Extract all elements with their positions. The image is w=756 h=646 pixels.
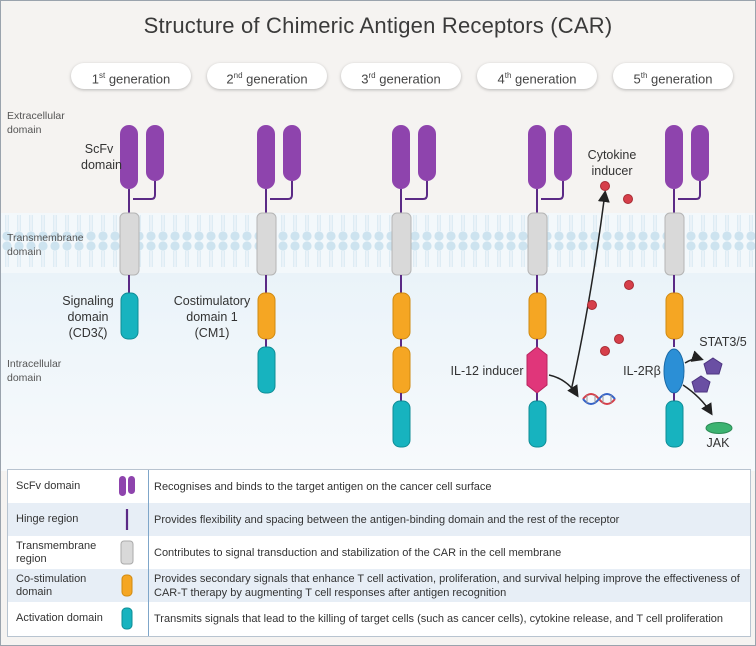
legend-name: Activation domain bbox=[16, 612, 103, 624]
legend-name: Co-stimulation domain bbox=[16, 572, 87, 598]
hinge-icon bbox=[125, 509, 129, 530]
legend-table: ScFv domain Recognises and binds to the … bbox=[7, 469, 751, 637]
generation-5-pill: 5th generation bbox=[613, 63, 733, 89]
legend-name: Hinge region bbox=[16, 513, 79, 525]
il12-inducer-label: IL-12 inducer bbox=[450, 364, 524, 378]
scfv-icon bbox=[119, 476, 135, 496]
legend-desc: Recognises and binds to the target antig… bbox=[154, 480, 492, 493]
generation-3-pill: 3rd generation bbox=[341, 63, 461, 89]
stat-pentagon-2 bbox=[691, 375, 711, 393]
legend-row-transmembrane: Transmembrane region Contributes to sign… bbox=[8, 536, 750, 569]
legend-row-scfv: ScFv domain Recognises and binds to the … bbox=[8, 470, 750, 503]
jak-label: JAK bbox=[706, 436, 730, 450]
jak-shape bbox=[705, 422, 733, 434]
legend-name: Transmembrane region bbox=[16, 539, 97, 565]
il2rb-label: IL-2Rβ bbox=[623, 364, 661, 378]
legend-desc: Transmits signals that lead to the killi… bbox=[154, 612, 724, 625]
legend-row-costimulation: Co-stimulation domain Provides secondary… bbox=[8, 569, 750, 602]
receptor-gen4 bbox=[526, 125, 634, 448]
legend-divider bbox=[148, 470, 149, 636]
legend-desc: Provides flexibility and spacing between… bbox=[154, 513, 620, 526]
legend-name: ScFv domain bbox=[16, 480, 81, 492]
legend-row-hinge: Hinge region Provides flexibility and sp… bbox=[8, 503, 750, 536]
dna-helix-icon bbox=[582, 393, 616, 405]
il12-inducer-shape bbox=[526, 346, 548, 394]
diagram-title: Structure of Chimeric Antigen Receptors … bbox=[143, 13, 613, 38]
receptor-gen2 bbox=[256, 125, 301, 394]
transmembrane-icon bbox=[120, 540, 134, 565]
costimulation-icon bbox=[121, 574, 133, 597]
il2rb-shape bbox=[663, 348, 685, 394]
legend-desc: Contributes to signal transduction and s… bbox=[154, 546, 562, 559]
activation-icon bbox=[121, 607, 133, 630]
generation-1-pill: 1st generation bbox=[71, 63, 191, 89]
receptor-gen1 bbox=[119, 125, 164, 340]
cytokine-molecules bbox=[587, 181, 634, 356]
receptor-gen5 bbox=[663, 125, 733, 448]
legend-desc: Provides secondary signals that enhance … bbox=[154, 572, 740, 599]
stat-pentagon-1 bbox=[703, 357, 723, 375]
legend-row-activation: Activation domain Transmits signals that… bbox=[8, 602, 750, 635]
generation-4-pill: 4th generation bbox=[477, 63, 597, 89]
stat-label: STAT3/5 bbox=[699, 335, 747, 349]
receptor-gen3 bbox=[391, 125, 436, 448]
generation-2-pill: 2nd generation bbox=[207, 63, 327, 89]
car-diagram bbox=[1, 1, 755, 471]
